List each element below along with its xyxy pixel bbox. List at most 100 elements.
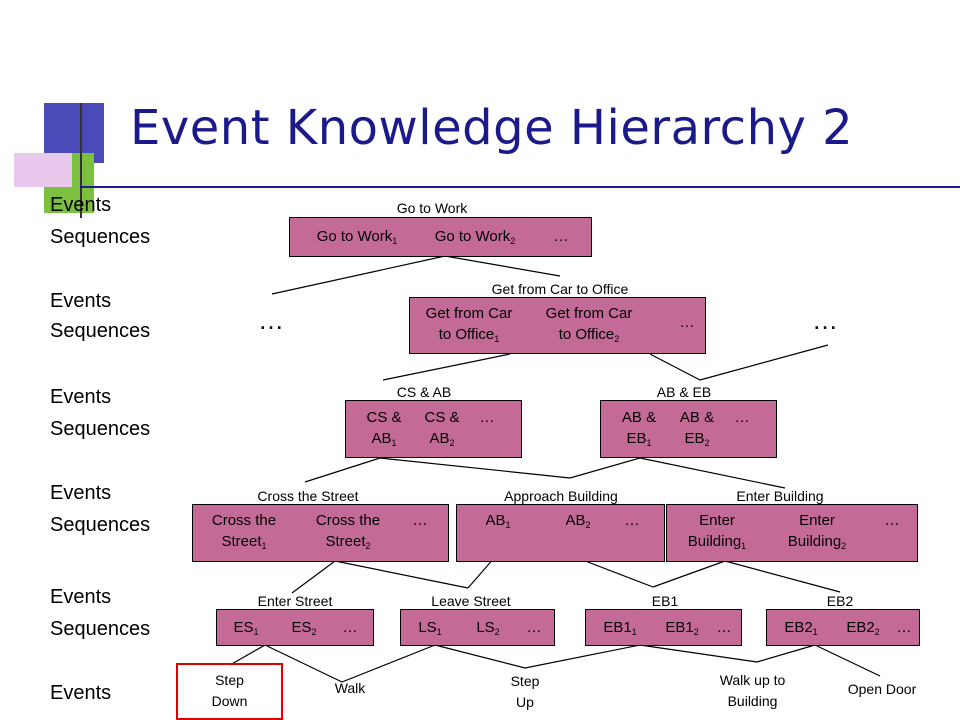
- leaf-line1: Step: [215, 672, 244, 688]
- item-line2: Building: [687, 533, 742, 550]
- item-subscript: 1: [392, 236, 398, 246]
- connector-line: [291, 560, 336, 594]
- level5-item: ES1: [221, 617, 271, 643]
- item-text: ES: [233, 619, 254, 636]
- level5-item: EB22: [833, 617, 893, 643]
- level5-item: …: [342, 619, 358, 636]
- level4-item: AB2: [553, 510, 603, 536]
- connector-line: [379, 457, 571, 479]
- connector-line: [271, 255, 446, 295]
- leaf-line2: Up: [516, 694, 534, 710]
- item-line1: Get from Car: [545, 305, 633, 322]
- leaf-line1: Step: [510, 673, 540, 689]
- leaf-event: Open Door: [830, 679, 934, 700]
- item-text: ES: [291, 619, 312, 636]
- side-label: Sequences: [50, 514, 151, 536]
- item-line2: EB: [626, 430, 647, 447]
- level5-item: EB21: [771, 617, 831, 643]
- level1-caption: Go to Work: [396, 200, 468, 216]
- ellipsis-right: …: [812, 305, 838, 335]
- level2-box: Get from Car to Office1 Get from Car to Of…: [409, 297, 706, 354]
- leaf-line2: Building: [727, 693, 778, 709]
- item-line1: Enter: [699, 512, 735, 529]
- item-subscript: 1: [741, 541, 747, 551]
- side-label: Sequences: [50, 418, 151, 440]
- item-line2-wrap: to Office1: [414, 324, 524, 350]
- ellipsis-left: …: [258, 305, 284, 335]
- item-line1: CS &: [424, 409, 460, 426]
- level5-item: …: [716, 619, 732, 636]
- connector-line: [569, 457, 641, 479]
- level5-box: EB21 EB22 …: [766, 609, 920, 646]
- side-label: Events: [50, 290, 112, 312]
- level3-item: CS & AB1: [354, 407, 414, 454]
- side-label: Events: [50, 482, 112, 504]
- item-line1: AB &: [679, 409, 715, 426]
- connector-line: [649, 353, 701, 381]
- level5-box: EB11 EB12 …: [585, 609, 742, 646]
- connector-line: [382, 353, 511, 381]
- item-line2-wrap: AB1: [354, 428, 414, 454]
- level3-item: CS &AB2: [412, 407, 472, 454]
- level2-item: …: [679, 314, 695, 331]
- item-subscript: 2: [311, 627, 317, 637]
- item-line2-wrap: Building2: [773, 531, 861, 557]
- connector-line: [814, 644, 881, 677]
- item-line2: AB: [371, 430, 392, 447]
- item-line2-wrap: EB1: [609, 428, 669, 454]
- item-text: LS: [418, 619, 437, 636]
- level1-box: Go to Work1 Go to Work2 …: [289, 217, 592, 257]
- leaf-line1: Open Door: [847, 681, 917, 697]
- item-line2: Building: [787, 533, 842, 550]
- item-subscript: 1: [631, 627, 637, 637]
- item-subscript: 2: [449, 438, 455, 448]
- item-subscript: 1: [261, 541, 267, 551]
- item-subscript: 2: [874, 627, 880, 637]
- level3-caption: AB & EB: [656, 384, 712, 400]
- level5-box: LS1 LS2 …: [400, 609, 555, 646]
- connector-line: [434, 644, 526, 669]
- item-line1: Enter: [799, 512, 835, 529]
- item-line2-wrap: Street2: [303, 531, 393, 557]
- connector-line: [639, 457, 786, 489]
- item-line2: Street: [325, 533, 366, 550]
- level3-caption: CS & AB: [396, 384, 452, 400]
- side-label: Sequences: [50, 226, 151, 248]
- level3-item: AB &EB2: [667, 407, 727, 454]
- level5-caption: Leave Street: [431, 593, 511, 609]
- level4-box: AB1 AB2 …: [456, 504, 665, 562]
- connector-line: [341, 644, 436, 683]
- level4-caption: Cross the Street: [257, 488, 359, 504]
- item-subscript: 2: [365, 541, 371, 551]
- level5-item: EB12: [652, 617, 712, 643]
- item-text: AB: [485, 512, 506, 529]
- item-line1: Cross the: [315, 512, 381, 529]
- level5-item: ES2: [279, 617, 329, 643]
- item-subscript: 2: [614, 334, 620, 344]
- item-line1: CS &: [366, 409, 402, 426]
- item-line2-wrap: Street1: [199, 531, 289, 557]
- level4-caption: Enter Building: [736, 488, 824, 504]
- item-subscript: 1: [646, 438, 652, 448]
- connector-line: [304, 457, 381, 483]
- item-line2-wrap: to Office2: [534, 324, 644, 350]
- item-text: EB1: [603, 619, 632, 636]
- item-subscript: 1: [812, 627, 818, 637]
- item-text: EB1: [665, 619, 694, 636]
- side-label: Events: [50, 586, 112, 608]
- connector-line: [334, 560, 469, 589]
- item-line1: Cross the: [211, 512, 277, 529]
- level5-item: LS1: [405, 617, 455, 643]
- connector-line: [229, 644, 266, 666]
- level1-item: Go to Work1: [302, 226, 412, 252]
- item-subscript: 1: [505, 520, 511, 530]
- level5-caption: Enter Street: [257, 593, 333, 609]
- connector-line: [699, 344, 829, 381]
- item-line1: AB &: [621, 409, 657, 426]
- level2-item: Get from Car to Office2: [534, 303, 644, 350]
- level1-item: Go to Work2: [420, 226, 530, 252]
